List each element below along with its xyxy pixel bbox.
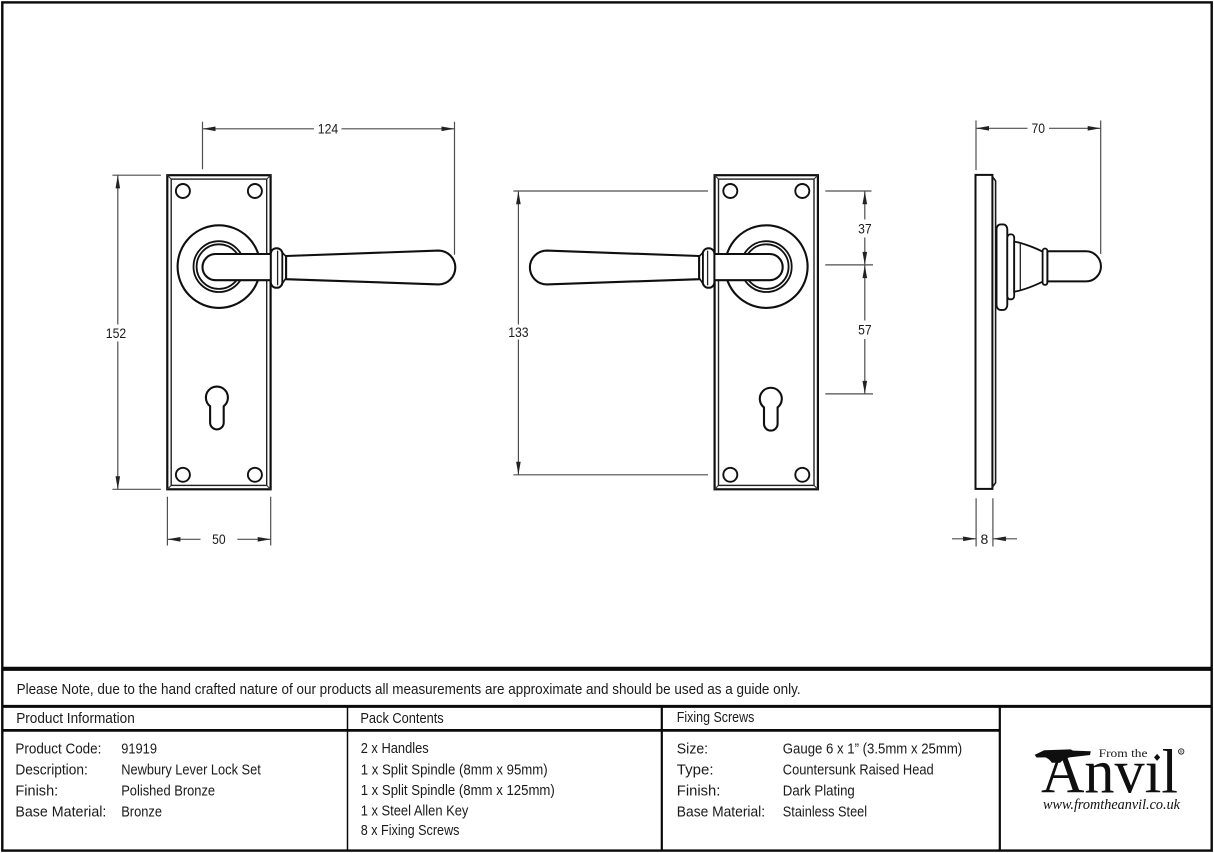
svg-text:www.fromtheanvil.co.uk: www.fromtheanvil.co.uk — [1043, 797, 1180, 813]
svg-text:2 x Handles: 2 x Handles — [361, 740, 429, 757]
svg-text:Finish:: Finish: — [677, 783, 721, 800]
svg-text:1 x Split Spindle (8mm x 95mm): 1 x Split Spindle (8mm x 95mm) — [361, 761, 548, 778]
svg-text:57: 57 — [858, 322, 872, 338]
svg-text:50: 50 — [212, 531, 226, 547]
svg-text:1 x Split Spindle (8mm x 125mm: 1 x Split Spindle (8mm x 125mm) — [361, 782, 555, 799]
svg-text:Type:: Type: — [677, 761, 714, 778]
svg-text:Dark Plating: Dark Plating — [783, 783, 855, 800]
svg-text:Countersunk Raised Head: Countersunk Raised Head — [783, 761, 934, 778]
svg-text:Gauge 6 x 1” (3.5mm x 25mm): Gauge 6 x 1” (3.5mm x 25mm) — [783, 740, 962, 757]
svg-text:37: 37 — [858, 220, 872, 236]
svg-text:70: 70 — [1032, 120, 1046, 136]
svg-text:Polished Bronze: Polished Bronze — [121, 782, 215, 799]
svg-text:Base Material:: Base Material: — [677, 803, 765, 820]
svg-text:Base Material:: Base Material: — [15, 803, 106, 820]
svg-text:Bronze: Bronze — [121, 803, 162, 820]
svg-text:Product Information: Product Information — [16, 710, 135, 727]
svg-text:133: 133 — [508, 324, 529, 340]
svg-text:152: 152 — [106, 325, 127, 341]
svg-text:1 x Steel Allen Key: 1 x Steel Allen Key — [361, 803, 469, 820]
svg-text:8 x Fixing Screws: 8 x Fixing Screws — [361, 822, 460, 839]
svg-text:Fixing Screws: Fixing Screws — [677, 709, 755, 726]
svg-text:91919: 91919 — [121, 740, 157, 757]
svg-text:Please Note, due to the hand c: Please Note, due to the hand crafted nat… — [17, 681, 801, 698]
svg-text:From the: From the — [1099, 748, 1148, 760]
svg-text:Finish:: Finish: — [15, 782, 58, 799]
svg-text:124: 124 — [318, 121, 339, 137]
svg-text:Stainless Steel: Stainless Steel — [783, 803, 867, 820]
svg-text:Description:: Description: — [15, 761, 87, 778]
svg-text:Product Code:: Product Code: — [15, 740, 101, 757]
svg-text:Pack Contents: Pack Contents — [360, 710, 444, 727]
svg-text:Size:: Size: — [677, 740, 708, 757]
svg-text:Newbury Lever Lock Set: Newbury Lever Lock Set — [121, 761, 261, 778]
svg-text:8: 8 — [981, 531, 989, 547]
svg-text:R: R — [1180, 749, 1184, 754]
